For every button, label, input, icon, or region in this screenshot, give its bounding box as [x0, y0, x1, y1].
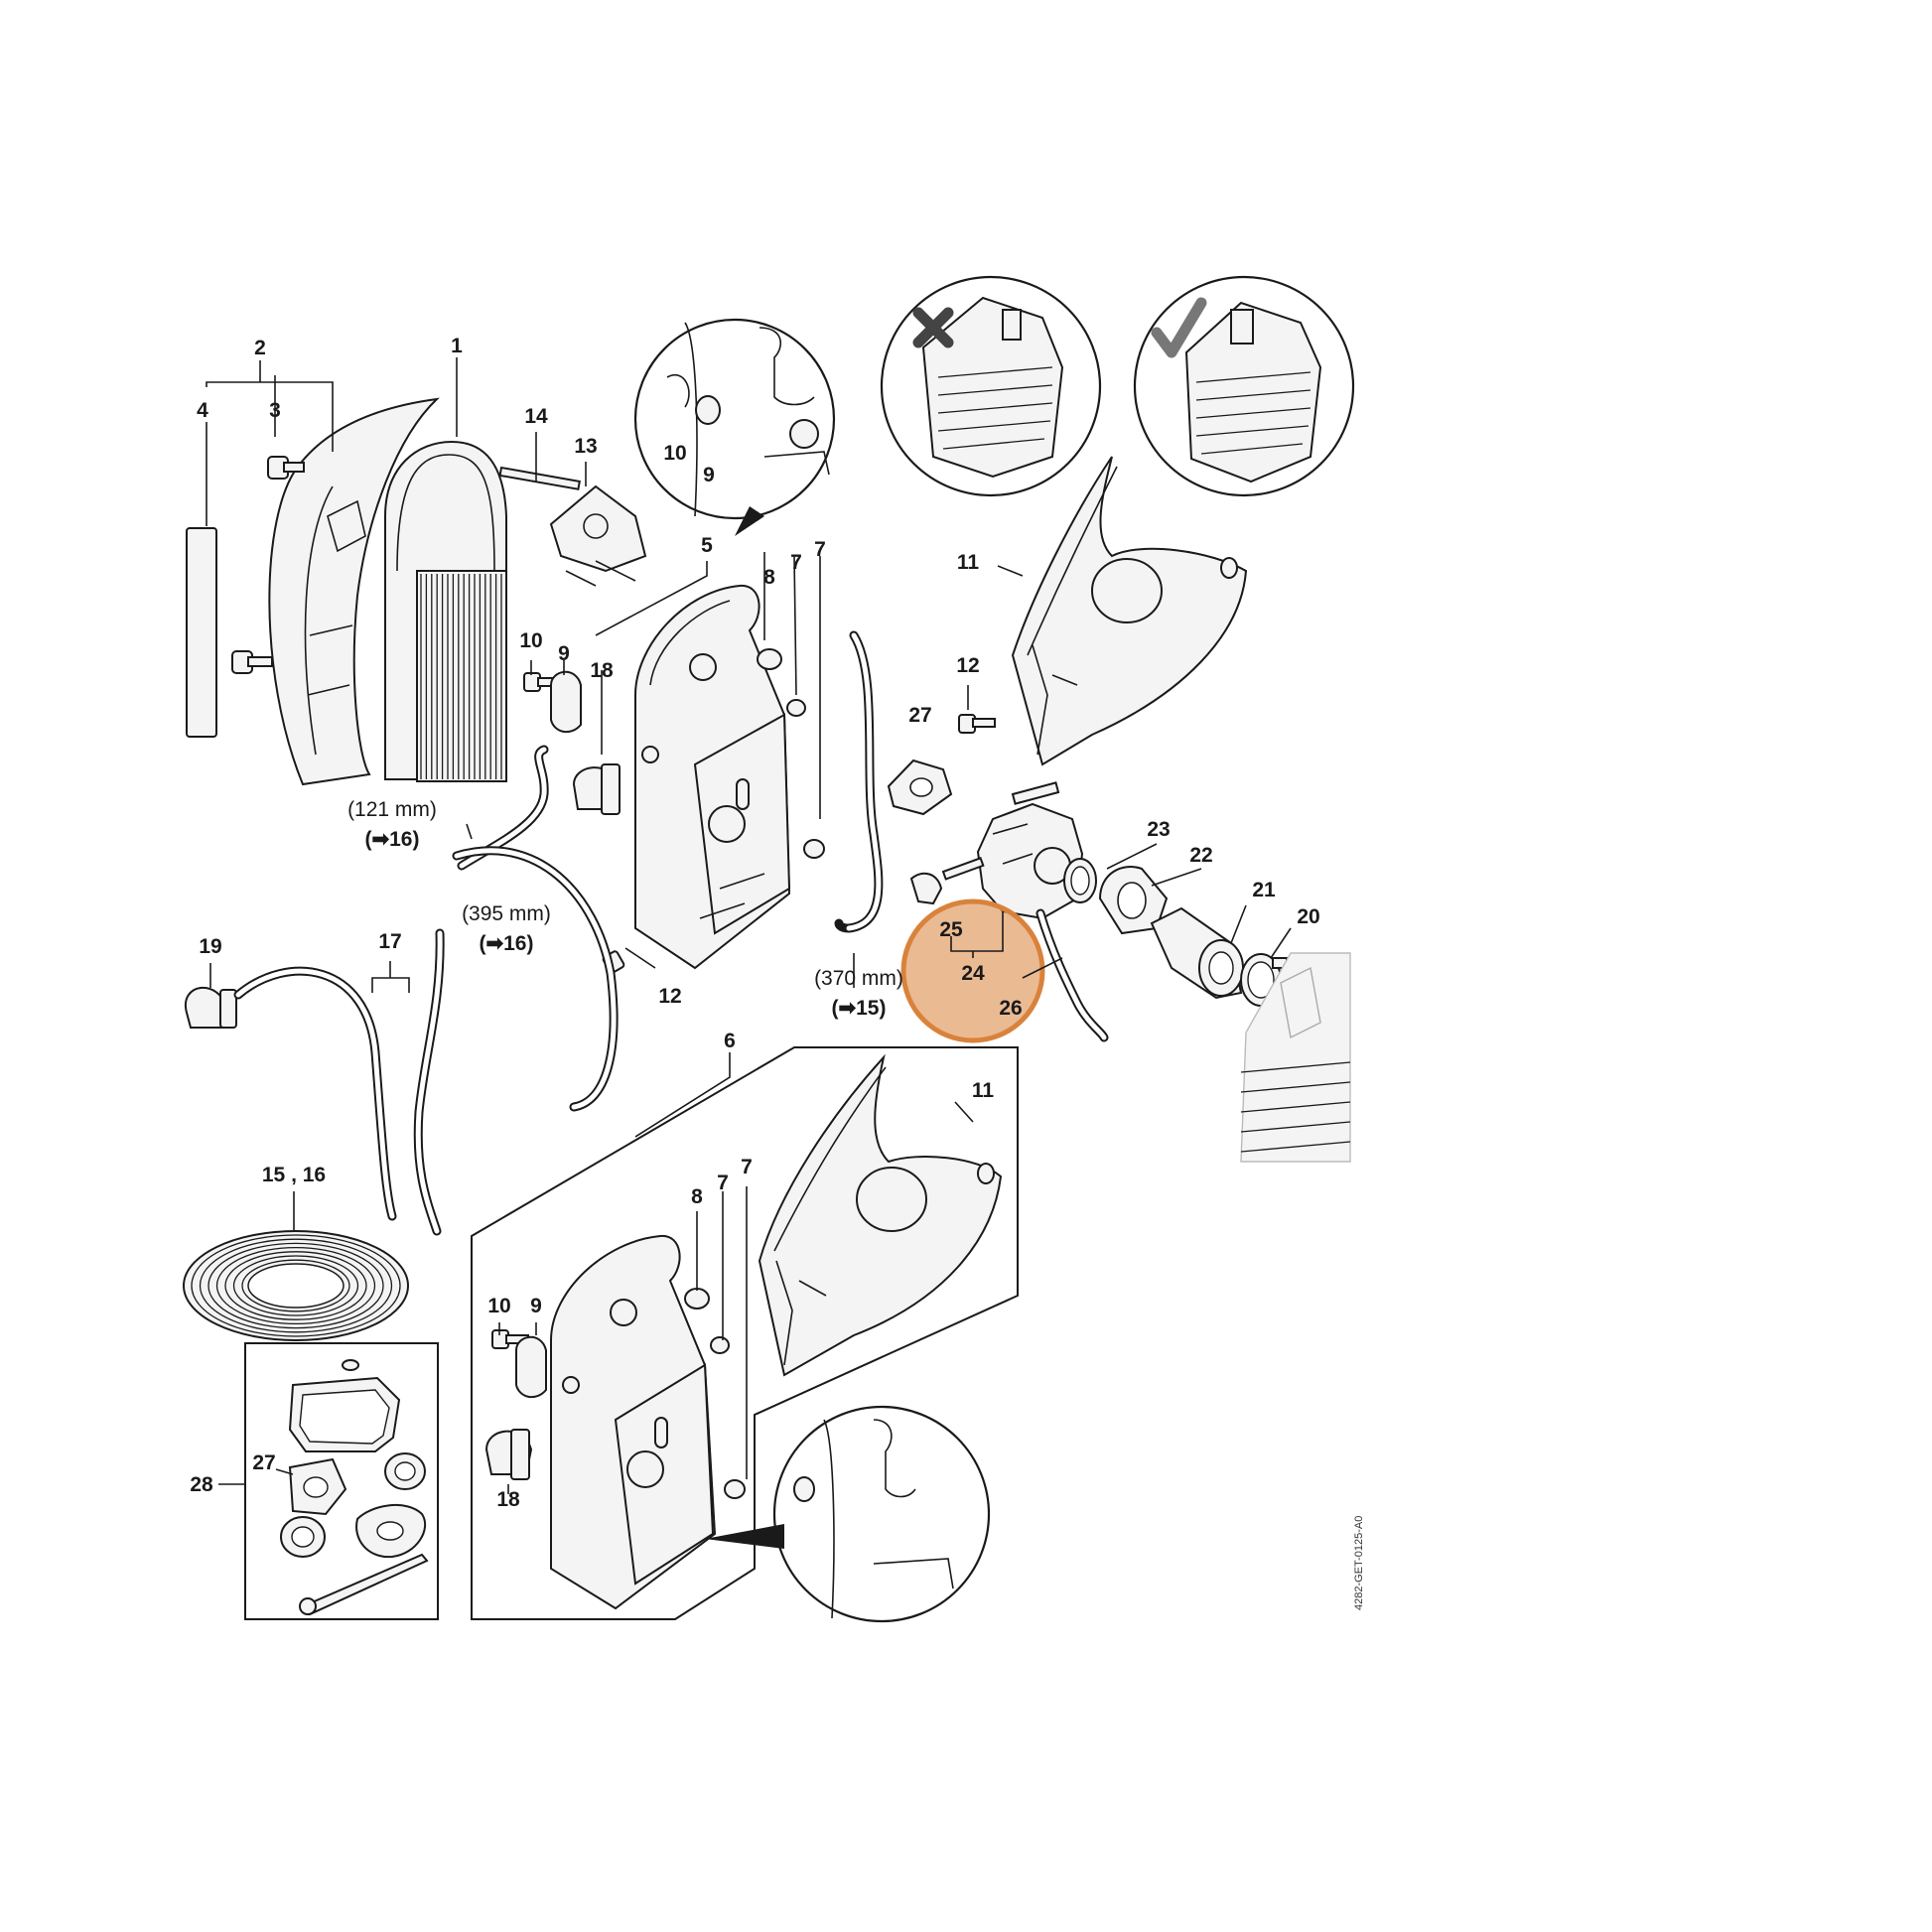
label-11-lower: 11	[972, 1079, 995, 1102]
label-10-upper: 10	[519, 629, 542, 652]
label-9-inset: 9	[703, 464, 715, 486]
dim-121-ref: (➡16)	[365, 828, 420, 851]
label-26: 26	[999, 997, 1022, 1020]
carburetor-shroud-upper	[1011, 456, 1248, 766]
fastener-upper	[523, 670, 625, 974]
impulse-hose	[1035, 908, 1109, 1042]
cover-screw	[231, 456, 305, 674]
label-27-upper: 27	[908, 704, 931, 727]
label-1: 1	[451, 335, 463, 357]
detail-inset-primer-clip	[633, 318, 836, 536]
label-28: 28	[190, 1473, 213, 1496]
label-9-lower: 9	[530, 1295, 542, 1317]
carburetor-bracket	[498, 466, 647, 587]
engine-cylinder-fragment	[1240, 952, 1351, 1163]
label-24: 24	[961, 962, 985, 985]
coil-ring	[215, 1246, 376, 1325]
label-6: 6	[724, 1030, 736, 1052]
label-3: 3	[269, 399, 281, 422]
coil-ring	[199, 1238, 393, 1333]
coil-ring	[224, 1251, 367, 1320]
drawing-code: 4282-GET-0125-A0	[1353, 1516, 1365, 1610]
dim-370-ref: (➡15)	[832, 997, 887, 1020]
kit-contents	[280, 1359, 429, 1616]
coil-ring	[232, 1255, 359, 1316]
inset-correct-cylinder	[1133, 275, 1355, 497]
detail-inset-lower	[705, 1405, 991, 1623]
primer-bulb-19	[184, 986, 237, 1029]
intake-flange-22	[1098, 866, 1169, 935]
label-sticker	[186, 527, 217, 738]
label-13: 13	[574, 435, 597, 458]
inset-wrong-cylinder	[880, 275, 1102, 497]
label-14: 14	[524, 405, 548, 428]
label-11-upper: 11	[957, 551, 980, 574]
dim-395-ref: (➡16)	[480, 932, 534, 955]
cross-mark-icon	[912, 307, 954, 348]
primer-bulb-upper	[572, 763, 621, 815]
alternative-assembly-box	[471, 1046, 1019, 1620]
intake-ring-23	[1063, 858, 1097, 903]
dim-121: (121 mm)	[347, 798, 437, 821]
label-19: 19	[199, 935, 221, 958]
label-7-lower-b: 7	[741, 1156, 753, 1178]
air-filter-base-lower	[550, 1234, 717, 1610]
label-2: 2	[254, 337, 266, 359]
label-9-upper: 9	[558, 642, 570, 665]
hose-coil-15-16	[183, 1230, 409, 1341]
label-10-inset: 10	[663, 442, 686, 465]
label-12-upper: 12	[956, 654, 979, 677]
label-8-upper: 8	[763, 566, 775, 589]
label-7-upper-a: 7	[790, 551, 802, 574]
dim-395: (395 mm)	[462, 902, 551, 925]
label-23: 23	[1147, 818, 1170, 841]
label-17: 17	[378, 930, 401, 953]
coil-ring	[191, 1234, 401, 1337]
label-5: 5	[701, 534, 713, 557]
kit-box-28	[244, 1342, 439, 1620]
carburetor-gasket	[887, 759, 953, 816]
part-labels: 1 2 3 4 14 13 10 9 5 8 7 7 10 9 18 11 12…	[190, 335, 1319, 1511]
label-10-lower: 10	[487, 1295, 510, 1317]
label-27-kit: 27	[252, 1451, 275, 1474]
leader-lines	[206, 357, 1292, 1494]
carburetor	[909, 781, 1084, 920]
label-7-upper-b: 7	[814, 538, 826, 561]
shroud-screw	[958, 714, 996, 734]
carburetor-shroud-lower	[758, 1053, 1003, 1377]
fuel-hose-370	[834, 630, 884, 933]
air-filter-base	[634, 584, 791, 970]
dim-370: (370 mm)	[814, 967, 903, 990]
label-25: 25	[939, 918, 963, 941]
label-22: 22	[1189, 844, 1212, 867]
check-mark-icon	[1151, 297, 1207, 358]
dimension-notes: (121 mm) (➡16) (395 mm) (➡16) (370 mm) (…	[347, 798, 903, 1020]
label-4: 4	[197, 399, 208, 422]
intake-manifold-21	[1150, 906, 1244, 1000]
grommet-upper	[757, 648, 825, 859]
fasteners-lower	[484, 1288, 746, 1499]
label-8-lower: 8	[691, 1185, 703, 1208]
label-18-lower: 18	[496, 1488, 520, 1511]
fuel-hose-395	[452, 846, 619, 1112]
air-filter-cover	[268, 397, 440, 786]
label-21: 21	[1252, 879, 1276, 901]
label-15-16: 15 , 16	[262, 1164, 326, 1186]
label-18-upper: 18	[590, 659, 614, 682]
label-20: 20	[1297, 905, 1319, 928]
coil-ring	[241, 1259, 350, 1312]
label-7-lower-a: 7	[717, 1172, 729, 1194]
air-filter-element	[384, 440, 507, 782]
highlight-marker	[900, 898, 1045, 1043]
fuel-hoses-17	[233, 928, 445, 1236]
coil-ring	[207, 1242, 384, 1329]
label-12-lower: 12	[658, 985, 681, 1008]
